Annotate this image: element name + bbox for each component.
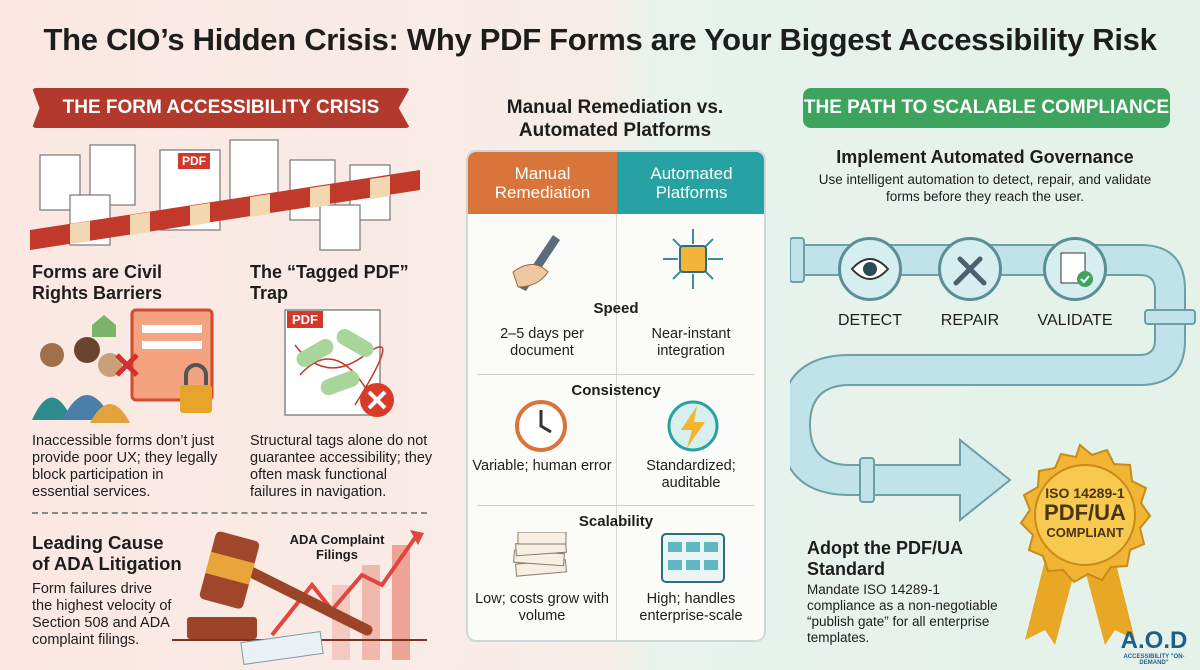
page-title: The CIO’s Hidden Crisis: Why PDF Forms a…	[43, 22, 1157, 57]
chart-label: ADA Complaint Filings	[289, 532, 385, 562]
clock-icon	[513, 398, 569, 459]
logo-tagline: ACCESSIBILITY "ON-DEMAND"	[1123, 654, 1185, 666]
people-blocked-illustration	[32, 305, 222, 425]
step-detect: DETECT	[838, 312, 902, 329]
aod-logo: A.O.D ACCESSIBILITY "ON-DEMAND"	[1110, 627, 1198, 667]
col-header-manual: Manual Remediation	[468, 152, 617, 214]
governance-heading: Implement Automated Governance	[836, 147, 1134, 167]
pdfua-badge	[1019, 443, 1152, 645]
tagged-heading: The “Tagged PDF” Trap	[250, 262, 409, 303]
detect-eye-icon	[838, 237, 902, 301]
section-divider	[32, 512, 427, 514]
consistency-manual: Variable; human error	[472, 458, 612, 474]
lightning-icon	[665, 398, 721, 459]
comparison-heading: Manual Remediation vs. Automated Platfor…	[506, 97, 724, 141]
step-repair: REPAIR	[940, 312, 1000, 329]
badge-line1: ISO 14289-1	[1045, 485, 1125, 501]
pdf-tag: PDF	[287, 311, 323, 328]
chip-icon	[658, 224, 728, 299]
paper-stack-icon	[508, 531, 573, 592]
civil-text: Inaccessible forms don’t just provide po…	[32, 433, 218, 500]
badge-line2: PDF/UA	[1044, 500, 1126, 525]
step-validate: VALIDATE	[1037, 312, 1113, 329]
col-header-auto: Automated Platforms	[617, 152, 764, 214]
dashboard-grid-icon	[660, 532, 726, 589]
speed-auto: Near-instant integration	[651, 326, 731, 359]
civil-heading: Forms are Civil Rights Barriers	[32, 262, 163, 303]
adopt-text: Mandate ISO 14289-1 compliance as a non-…	[807, 582, 998, 645]
row-label-speed: Speed	[593, 300, 639, 317]
litigation-text: Form failures drive the highest velocity…	[32, 581, 172, 648]
gavel-chart-illustration: ADA Complaint Filings	[172, 525, 432, 666]
broken-forms-illustration: PDF	[30, 135, 420, 255]
badge-text: ISO 14289-1 PDF/UA COMPLIANT	[1025, 485, 1145, 540]
row-label-scalability: Scalability	[578, 513, 654, 530]
consistency-auto: Standardized; auditable	[646, 458, 736, 491]
tagged-pdf-illustration: PDF	[265, 305, 415, 425]
litigation-heading: Leading Cause of ADA Litigation	[32, 532, 182, 574]
pipeline-illustration	[790, 237, 1196, 523]
speed-manual: 2–5 days per document	[500, 326, 584, 359]
validate-checklist-icon	[1043, 237, 1107, 301]
badge-line3: COMPLIANT	[1046, 525, 1124, 540]
pdf-tag: PDF	[178, 153, 210, 169]
tagged-text: Structural tags alone do not guarantee a…	[250, 433, 433, 500]
crisis-banner: THE FORM ACCESSIBILITY CRISIS	[32, 88, 410, 128]
pen-hand-icon	[508, 227, 568, 297]
logo-mark: A.O.D	[1120, 627, 1188, 654]
scalability-manual: Low; costs grow with volume	[475, 591, 609, 624]
repair-tools-icon	[938, 237, 1002, 301]
governance-text: Use intelligent automation to detect, re…	[818, 172, 1152, 204]
adopt-heading: Adopt the PDF/UA Standard	[807, 538, 963, 579]
comparison-table: Manual Remediation Automated Platforms S…	[466, 150, 766, 642]
row-label-consistency: Consistency	[571, 382, 661, 399]
compliance-banner: THE PATH TO SCALABLE COMPLIANCE	[803, 88, 1170, 128]
scalability-auto: High; handles enterprise-scale	[639, 591, 743, 624]
